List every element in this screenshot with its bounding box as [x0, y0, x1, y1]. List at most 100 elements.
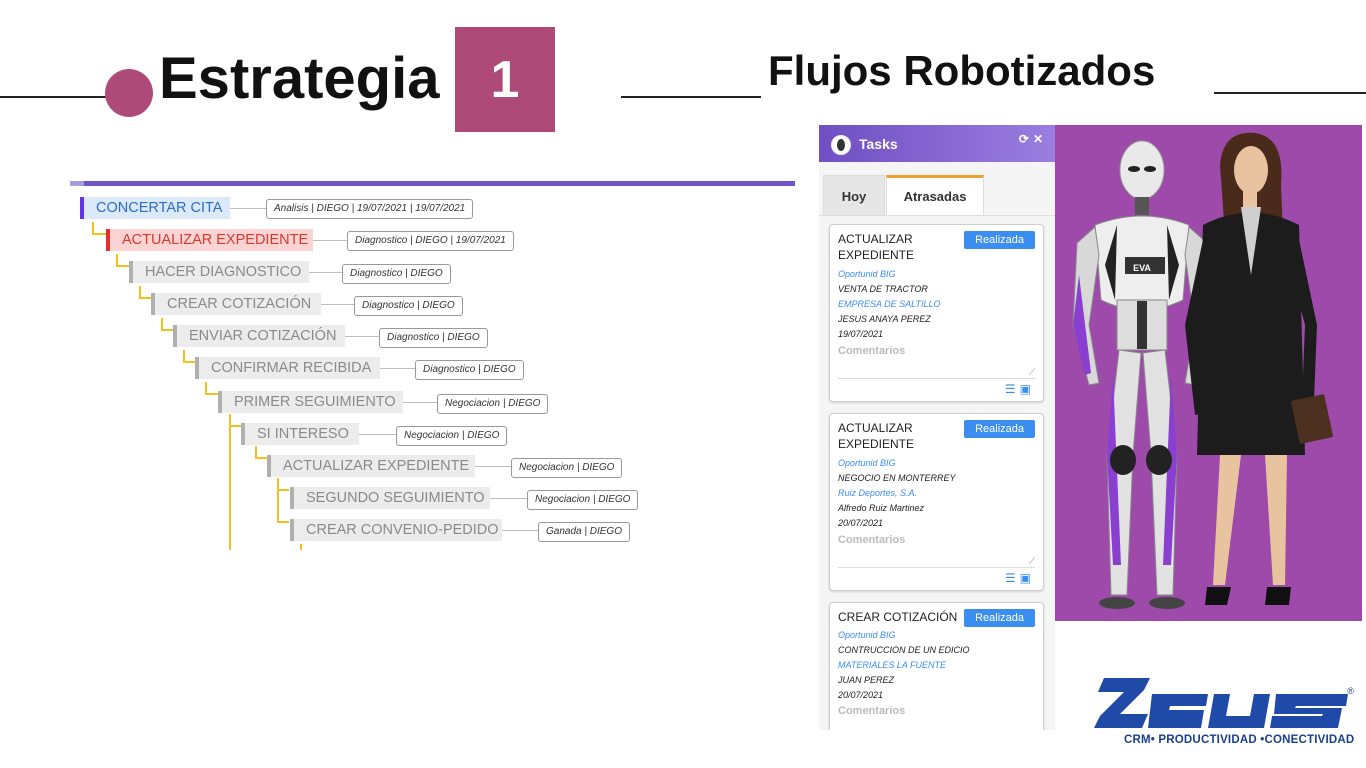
- node-tag-connector: [475, 466, 511, 467]
- flow-node-concertar-cita[interactable]: CONCERTAR CITA: [80, 197, 230, 219]
- page-title: Estrategia: [159, 46, 440, 111]
- flow-node-hacer-diagnostico[interactable]: HACER DIAGNOSTICO: [129, 261, 309, 283]
- node-tag-connector: [230, 208, 266, 209]
- task-opportunity-link[interactable]: Oportunid BIG: [838, 269, 896, 279]
- comments-textarea[interactable]: Comentarios: [838, 705, 906, 717]
- card-actions: ☰▣: [1005, 571, 1035, 585]
- task-deal: CONTRUCCION DE UN EDICIO: [838, 645, 970, 655]
- tree-connector: [161, 329, 175, 331]
- flow-header-handle: [70, 181, 84, 186]
- page-subtitle: Flujos Robotizados: [768, 47, 1156, 94]
- task-opportunity-link[interactable]: Oportunid BIG: [838, 630, 896, 640]
- illustration-svg: [1072, 132, 1333, 609]
- task-company-link[interactable]: Ruiz Deportes, S.A.: [838, 488, 918, 498]
- tree-connector: [183, 350, 185, 362]
- task-title: ACTUALIZAR EXPEDIENTE: [838, 421, 915, 451]
- tree-connector: [161, 318, 163, 330]
- flow-node-tag: Diagnostico | DIEGO: [415, 360, 524, 380]
- comments-underline: [838, 567, 1035, 568]
- tree-connector: [205, 393, 219, 395]
- flow-node-tag: Negociacion | DIEGO: [527, 490, 639, 510]
- comments-textarea[interactable]: Comentarios: [838, 345, 906, 357]
- step-number-badge: 1: [455, 27, 555, 132]
- done-button[interactable]: Realizada: [964, 231, 1035, 249]
- task-title: CREAR COTIZACIÓN: [838, 610, 958, 624]
- woman-figure: [1185, 132, 1333, 605]
- flow-node-tag: Diagnostico | DIEGO | 19/07/2021: [347, 231, 514, 251]
- registered-mark: ®: [1347, 686, 1354, 696]
- tree-connector: [92, 233, 106, 235]
- resize-handle-icon[interactable]: ⟋: [1028, 367, 1035, 377]
- task-opportunity-link[interactable]: Oportunid BIG: [838, 458, 896, 468]
- robot-assistant-illustration: EVA: [1055, 125, 1362, 621]
- node-tag-connector: [403, 402, 437, 403]
- tabs-divider: [819, 215, 1055, 216]
- task-title: ACTUALIZAR EXPEDIENTE: [838, 232, 915, 262]
- tasks-header: Tasks ⟳✕: [819, 125, 1055, 162]
- flow-node-segundo-seguimiento[interactable]: SEGUNDO SEGUIMIENTO: [290, 487, 490, 509]
- task-card: ACTUALIZAR EXPEDIENTE Realizada Oportuni…: [829, 224, 1044, 402]
- zeus-wordmark-icon: [1094, 678, 1348, 728]
- flow-node-tag: Diagnostico | DIEGO: [379, 328, 488, 348]
- flow-node-tag: Negociacion | DIEGO: [437, 394, 549, 414]
- card-actions: ☰▣: [1005, 382, 1035, 396]
- tasks-panel: Tasks ⟳✕ Hoy Atrasadas ACTUALIZAR EXPEDI…: [819, 125, 1055, 730]
- task-contact: JESUS ANAYA PEREZ: [838, 314, 931, 324]
- tree-connector: [277, 489, 289, 491]
- node-tag-connector: [490, 498, 527, 499]
- tasks-title: Tasks: [859, 136, 898, 152]
- save-icon[interactable]: ▣: [1019, 382, 1035, 396]
- resize-handle-icon[interactable]: ⟋: [1028, 556, 1035, 566]
- flow-node-actualizar-expediente[interactable]: ACTUALIZAR EXPEDIENTE: [106, 229, 313, 251]
- list-icon[interactable]: ☰: [1004, 571, 1020, 585]
- tree-connector: [229, 425, 241, 427]
- task-date: 19/07/2021: [838, 329, 884, 339]
- flow-node-tag: Negociacion | DIEGO: [511, 458, 623, 478]
- done-button[interactable]: Realizada: [964, 609, 1035, 627]
- task-company-link[interactable]: EMPRESA DE SALTILLO: [838, 299, 941, 309]
- tree-connector: [183, 361, 197, 363]
- zeus-logo: ® CRM• PRODUCTIVIDAD •CONECTIVIDAD: [1090, 672, 1358, 756]
- tree-connector: [255, 457, 267, 459]
- flow-node-crear-convenio-pedido[interactable]: CREAR CONVENIO-PEDIDO: [290, 519, 502, 541]
- flow-node-primer-seguimiento[interactable]: PRIMER SEGUIMIENTO: [218, 391, 403, 413]
- tab-atrasadas[interactable]: Atrasadas: [886, 175, 984, 216]
- flow-node-crear-cotizacion[interactable]: CREAR COTIZACIÓN: [151, 293, 321, 315]
- flow-node-actualizar-expediente-2[interactable]: ACTUALIZAR EXPEDIENTE: [267, 455, 475, 477]
- node-tag-connector: [359, 434, 396, 435]
- tree-connector: [300, 544, 302, 550]
- tree-connector: [277, 478, 279, 522]
- flow-node-si-intereso[interactable]: SI INTERESO: [241, 423, 359, 445]
- flow-node-confirmar-recibida[interactable]: CONFIRMAR RECIBIDA: [195, 357, 380, 379]
- logo-tagline: CRM• PRODUCTIVIDAD •CONECTIVIDAD: [1124, 734, 1355, 746]
- tree-connector: [92, 222, 94, 234]
- node-tag-connector: [309, 272, 342, 273]
- node-tag-connector: [313, 240, 347, 241]
- task-deal: NEGOCIO EN MONTERREY: [838, 473, 956, 483]
- tree-connector: [139, 297, 153, 299]
- tree-connector: [139, 286, 141, 298]
- node-tag-connector: [345, 336, 379, 337]
- close-icon[interactable]: ✕: [1032, 132, 1047, 146]
- node-tag-connector: [380, 368, 415, 369]
- tab-hoy[interactable]: Hoy: [823, 175, 885, 216]
- flow-node-tag: Analisis | DIEGO | 19/07/2021 | 19/07/20…: [266, 199, 474, 219]
- tree-connector: [116, 265, 130, 267]
- comments-textarea[interactable]: Comentarios: [838, 534, 906, 546]
- flow-node-enviar-cotizacion[interactable]: ENVIAR COTIZACIÓN: [173, 325, 345, 347]
- flow-node-tag: Diagnostico | DIEGO: [354, 296, 463, 316]
- comments-underline: [838, 378, 1035, 379]
- task-contact: Alfredo Ruiz Martinez: [838, 503, 925, 513]
- task-contact: JUAN PEREZ: [838, 675, 895, 685]
- title-rule-left: [0, 96, 112, 98]
- node-tag-connector: [502, 530, 538, 531]
- task-deal: VENTA DE TRACTOR: [838, 284, 928, 294]
- task-company-link[interactable]: MATERIALES LA FUENTE: [838, 660, 947, 670]
- robot-figure: [1072, 140, 1212, 609]
- robot-name-badge: EVA: [1133, 263, 1151, 273]
- done-button[interactable]: Realizada: [964, 420, 1035, 438]
- list-icon[interactable]: ☰: [1004, 382, 1020, 396]
- save-icon[interactable]: ▣: [1019, 571, 1035, 585]
- tree-connector: [229, 414, 231, 550]
- refresh-icon[interactable]: ⟳: [1018, 132, 1033, 146]
